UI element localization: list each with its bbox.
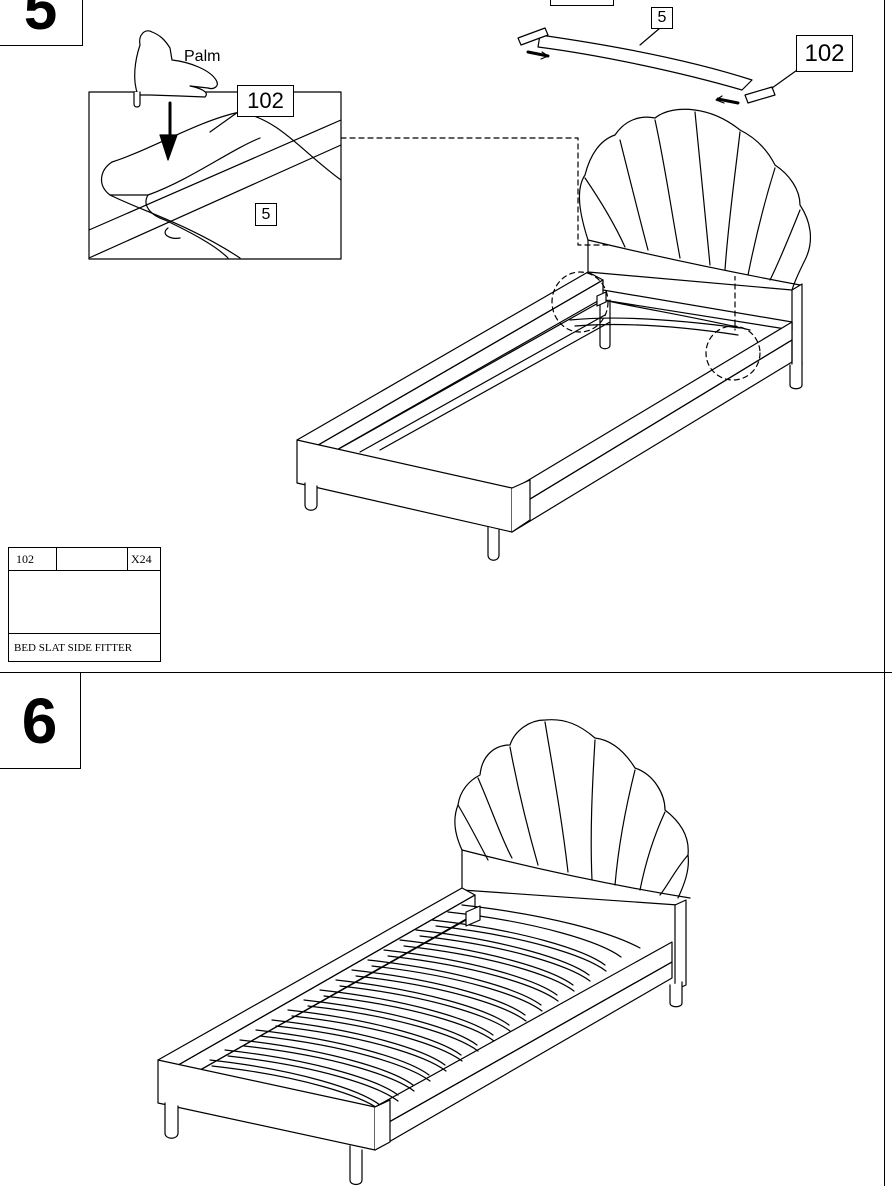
page-right-border bbox=[884, 0, 885, 1186]
fitter-part-102-tag: 102 bbox=[796, 35, 853, 72]
palm-label: Palm bbox=[184, 48, 221, 65]
detail-part-5-tag: 5 bbox=[255, 203, 277, 226]
step-6-number-box: 6 bbox=[0, 672, 81, 769]
slat-part-5-tag: 5 bbox=[651, 7, 673, 29]
part-card-header: 102 X24 bbox=[9, 548, 160, 571]
step-divider bbox=[0, 672, 892, 673]
step-5-number: 5 bbox=[23, 0, 58, 42]
step-6-number: 6 bbox=[21, 684, 58, 757]
part-card-name: BED SLAT SIDE FITTER bbox=[9, 633, 160, 661]
step-5-number-box: 5 bbox=[0, 0, 83, 46]
cropped-part-tag bbox=[550, 0, 614, 6]
part-card-number: 102 bbox=[9, 548, 57, 570]
part-card-quantity: X24 bbox=[127, 548, 164, 570]
detail-part-102-tag: 102 bbox=[237, 85, 294, 117]
part-card: 102 X24 BED SLAT SIDE FITTER bbox=[8, 547, 161, 662]
